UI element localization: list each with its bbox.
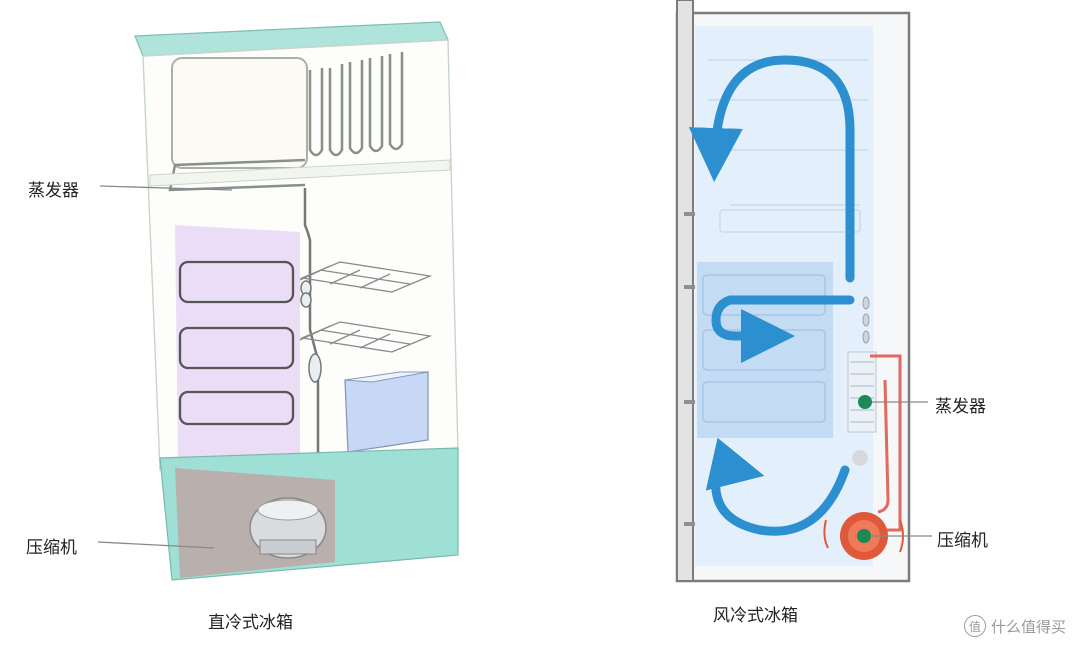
watermark-badge-icon: 值 <box>964 615 986 637</box>
evaporator-marker <box>858 395 872 409</box>
crisper-drawer <box>345 372 428 452</box>
compressor-unit <box>250 498 326 558</box>
left-evaporator-label: 蒸发器 <box>28 176 79 201</box>
left-compressor-label: 压缩机 <box>26 533 77 558</box>
air-vents <box>863 297 869 343</box>
right-evaporator-label: 蒸发器 <box>935 392 986 417</box>
door-edge <box>677 0 693 581</box>
freezer-compartment <box>172 58 307 168</box>
direct-cool-fridge <box>98 22 458 580</box>
fan-motor <box>852 450 868 466</box>
evaporator-fins <box>848 352 876 432</box>
right-diagram-caption: 风冷式冰箱 <box>713 601 798 626</box>
air-cool-fridge <box>677 0 932 581</box>
right-compressor-label: 压缩机 <box>937 526 988 551</box>
watermark: 值 什么值得买 <box>964 615 1066 637</box>
left-diagram-caption: 直冷式冰箱 <box>208 608 293 633</box>
freezer-drawers <box>697 262 833 438</box>
watermark-text: 什么值得买 <box>991 616 1066 637</box>
